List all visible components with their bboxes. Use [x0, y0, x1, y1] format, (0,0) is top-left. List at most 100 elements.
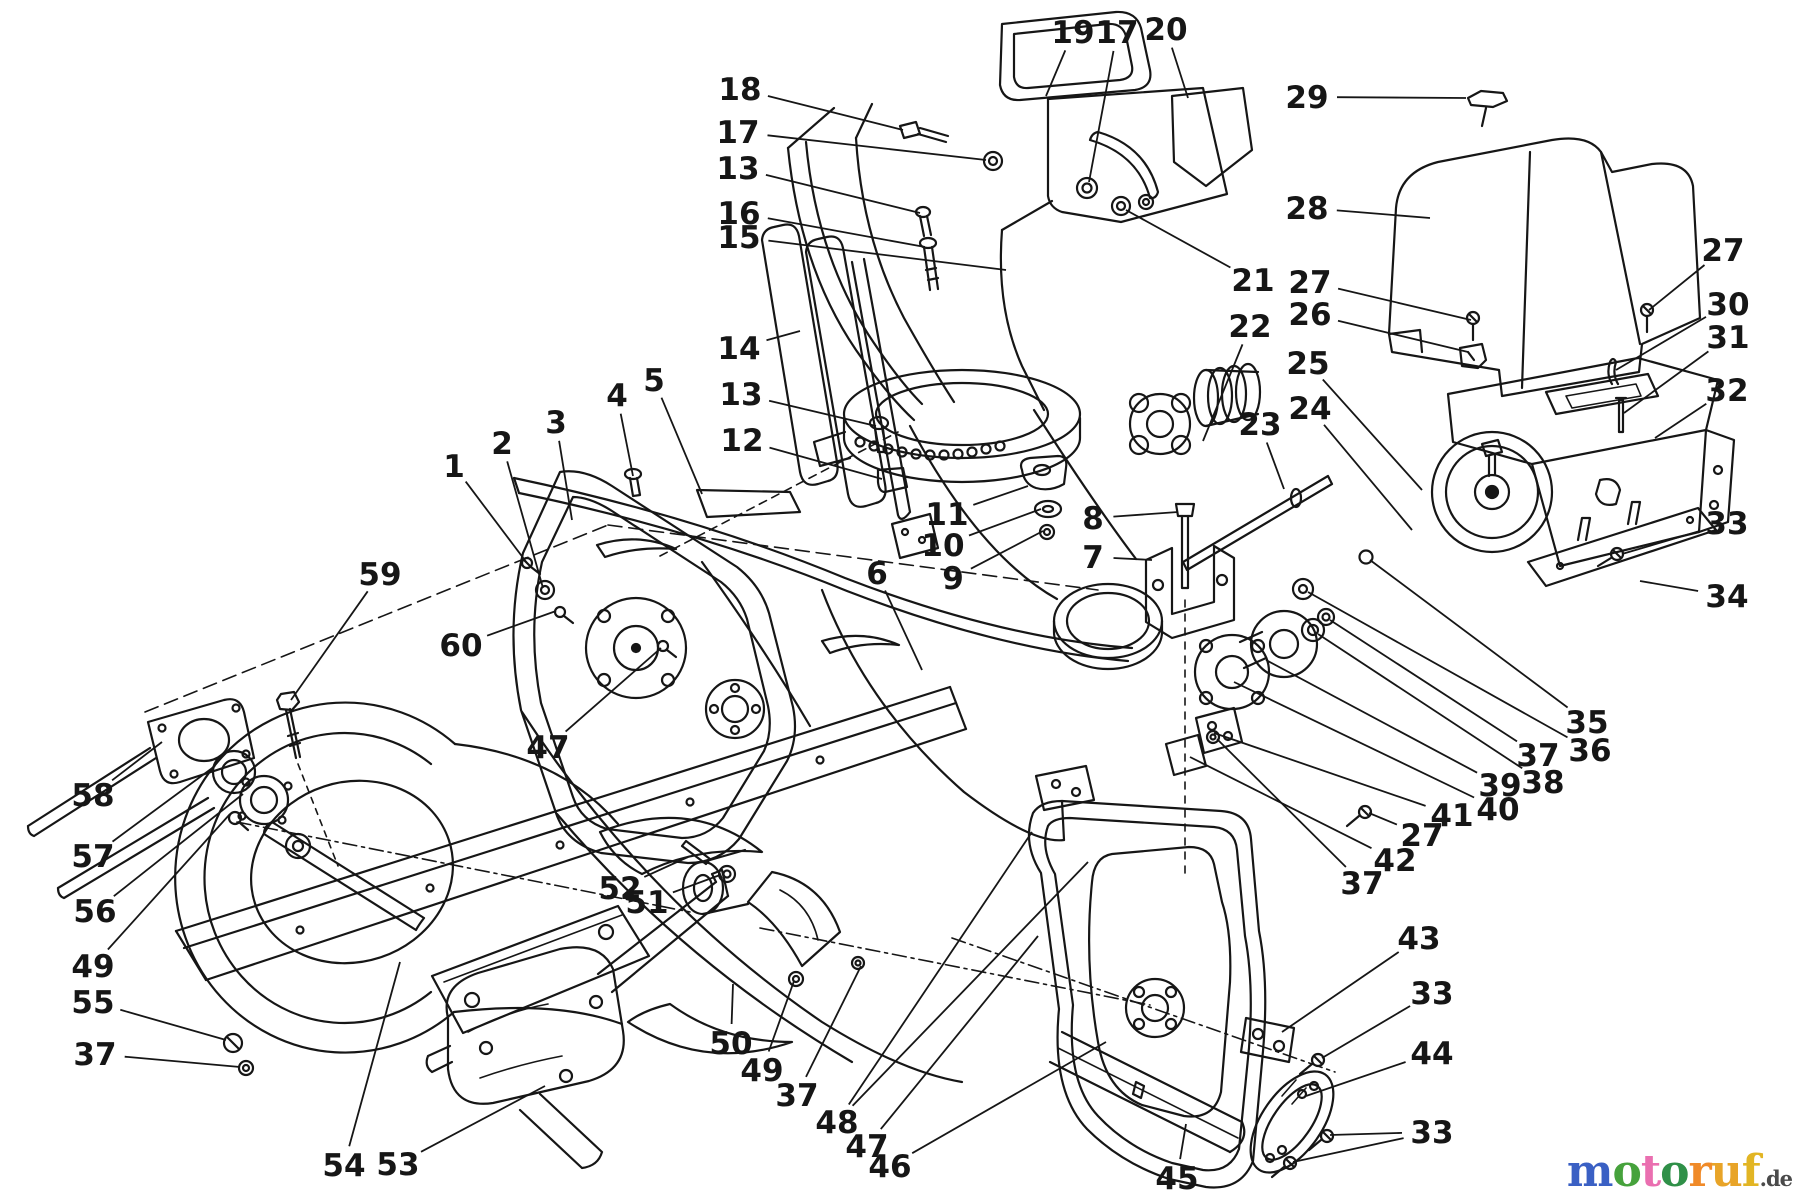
callout-leader-line: [1323, 424, 1413, 531]
callout-37: 37: [73, 1037, 241, 1073]
callout-leader-line: [805, 965, 862, 1078]
callout-label: 49: [740, 1053, 783, 1089]
housing-top-edge: [512, 431, 1134, 663]
watermark-logo[interactable]: motoruf.de: [1567, 1146, 1793, 1197]
engine-mount-assembly: [1430, 302, 1736, 588]
callout-label: 12: [720, 423, 763, 459]
callout-label: 40: [1476, 792, 1519, 828]
callout-leader-line: [420, 1085, 546, 1153]
callout-leader-line: [1233, 681, 1475, 799]
callout-leader-line: [1368, 812, 1398, 826]
callout-leader-line: [1305, 1061, 1406, 1097]
callout-30: 30: [1615, 287, 1750, 371]
callout-57: 57: [71, 765, 216, 875]
callout-label: 3: [545, 405, 567, 441]
callout-leader-line: [1045, 50, 1067, 97]
callout-label: 22: [1228, 309, 1271, 345]
callout-leader-line: [111, 741, 163, 782]
callout-leader-line: [884, 590, 923, 671]
callout-36: 36: [1307, 591, 1612, 769]
watermark-logo-suffix: .de: [1759, 1166, 1793, 1191]
callout-label: 17: [1095, 15, 1138, 51]
callout-leader-line: [768, 399, 877, 427]
small-fasteners: [222, 120, 1373, 1077]
callout-15: 15: [717, 220, 1007, 271]
callout-leader-line: [911, 1041, 1107, 1154]
callout-label: 21: [1231, 263, 1274, 299]
callout-leader-line: [1179, 1123, 1187, 1160]
callout-54: 54: [322, 961, 401, 1184]
callout-50: 50: [709, 983, 753, 1062]
callout-leader-line: [767, 217, 926, 248]
callout-leader-line: [769, 446, 883, 480]
callout-13: 13: [716, 151, 921, 214]
callout-label: 30: [1706, 287, 1749, 323]
callout-label: 31: [1706, 320, 1749, 356]
watermark-logo-word: motoruf: [1567, 1146, 1761, 1197]
callout-label: 33: [1410, 976, 1453, 1012]
callout-label: 28: [1285, 191, 1328, 227]
callout-label: 47: [845, 1129, 888, 1165]
callout-label: 44: [1410, 1036, 1453, 1072]
callout-leader-line: [290, 590, 369, 701]
callout-label: 59: [358, 557, 401, 593]
callout-label: 37: [73, 1037, 116, 1073]
callout-label: 13: [716, 151, 759, 187]
callout-45: 45: [1155, 1123, 1199, 1197]
callout-label: 42: [1373, 843, 1416, 879]
watermark-logo-letter: u: [1710, 1146, 1743, 1197]
callout-leader-line: [113, 793, 244, 897]
callout-leader-line: [111, 765, 216, 843]
callout-37: 37: [775, 965, 862, 1114]
auger-end-flanges: [26, 690, 339, 900]
callout-label: 8: [1082, 501, 1104, 537]
callout-label: 46: [868, 1149, 911, 1185]
callout-label: 32: [1705, 373, 1748, 409]
callout-leader-line: [848, 831, 1033, 1106]
callout-label: 47: [526, 730, 569, 766]
callout-label: 11: [925, 497, 968, 533]
callout-leader-line: [120, 1008, 227, 1041]
callout-47: 47: [845, 935, 1039, 1165]
callout-label: 2: [491, 426, 513, 462]
alignment-axis-lines: [144, 524, 1151, 1006]
callout-label: 39: [1478, 768, 1521, 804]
callout-label: 27: [1288, 265, 1331, 301]
callout-label: 27: [1400, 818, 1443, 854]
callout-44: 44: [1305, 1036, 1454, 1097]
callout-46: 46: [868, 1041, 1107, 1185]
callout-leader-line: [660, 397, 703, 495]
callout-leader-line: [1321, 1005, 1411, 1059]
callout-label: 13: [719, 377, 762, 413]
auger-bearing-stack: [1181, 474, 1374, 711]
callout-label: 16: [717, 196, 760, 232]
callout-10: 10: [921, 508, 1042, 564]
callout-leader-line: [672, 874, 721, 894]
callout-31: 31: [1623, 320, 1750, 414]
callout-leader-line: [486, 610, 557, 637]
callout-55: 55: [71, 985, 227, 1041]
callout-label: 57: [71, 839, 114, 875]
callout-label: 43: [1397, 921, 1440, 957]
callout-25: 25: [1286, 346, 1423, 491]
callout-51: 51: [625, 874, 721, 921]
callout-label: 20: [1144, 12, 1187, 48]
callout-leader-line: [1648, 264, 1706, 311]
callout-59: 59: [290, 557, 402, 701]
chute-deflector: [998, 10, 1254, 224]
callout-leader-line: [464, 481, 528, 564]
callout-14: 14: [717, 330, 801, 367]
callout-label: 27: [1701, 233, 1744, 269]
callout-11: 11: [925, 485, 1029, 533]
rear-frame-channel: [174, 685, 968, 982]
callout-leader-line: [1213, 732, 1426, 807]
discharge-chute: [786, 102, 1054, 422]
callout-7: 7: [1082, 540, 1153, 576]
callout-leader-line: [1623, 350, 1709, 414]
callout-27: 27: [1368, 812, 1444, 854]
callout-label: 14: [717, 331, 760, 367]
callout-24: 24: [1288, 391, 1413, 531]
callout-leader-line: [1322, 378, 1423, 491]
